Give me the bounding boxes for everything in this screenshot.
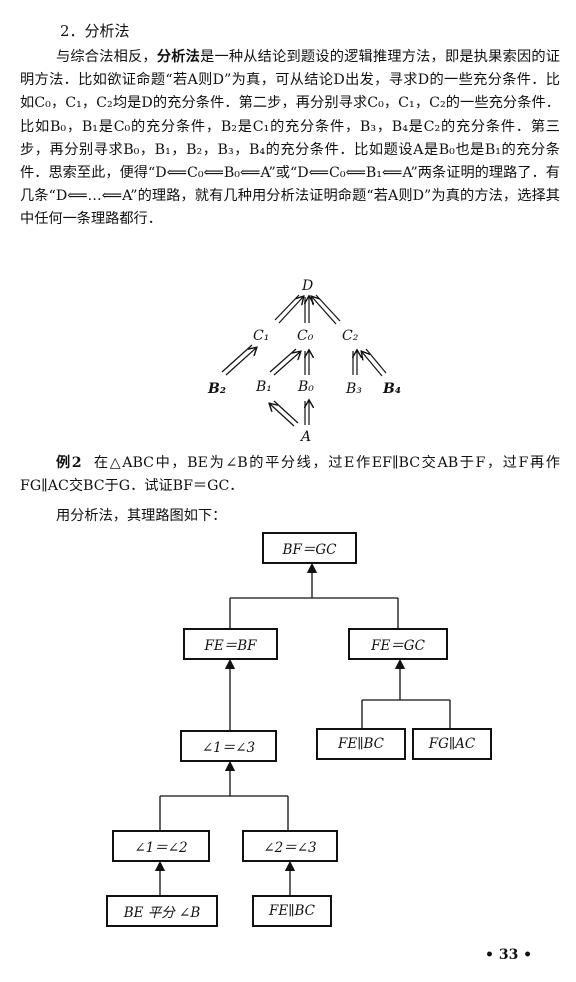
flow-l5-left-box: BE 平分 ∠B [106, 895, 218, 927]
flow-l2-right-box: FE＝GC [348, 628, 448, 660]
arrow-c1-d [274, 295, 303, 324]
node-b1: B₁ [255, 379, 272, 395]
flow-top-box: BF＝GC [262, 532, 357, 564]
flow-l3-mid-box: FE∥BC [316, 728, 406, 760]
arrow-a-b0 [305, 401, 309, 425]
intro-start: 与综合法相反， [56, 49, 157, 65]
node-c2: C₂ [342, 328, 359, 344]
example-lead: 用分析法，其理路图如下： [56, 508, 227, 524]
node-c1: C₁ [253, 328, 269, 344]
flow-l5-right-box: FE∥BC [252, 895, 332, 927]
example-paragraph: 例2 在△ABC中，BE为∠B的平分线，过E作EF∥BC交AB于F，过F再作FG… [20, 452, 560, 498]
node-b3: B₃ [345, 381, 362, 397]
section-heading: 2．分析法 [60, 22, 130, 40]
node-c0: C₀ [297, 328, 314, 344]
arrow-b1-c0 [269, 349, 300, 376]
example-label: 例2 [56, 455, 82, 471]
flow-l3-right-box: FG∥AC [412, 728, 492, 760]
intro-paragraph: 与综合法相反，分析法是一种从结论到题设的逻辑推理方法，即是执果索因的证明方法．比… [20, 46, 560, 232]
node-d: D [301, 278, 313, 294]
page-number: • 33 • [485, 947, 533, 963]
node-a: A [299, 429, 311, 445]
flow-l4-right-box: ∠2＝∠3 [242, 830, 338, 862]
node-b0: B₀ [297, 379, 314, 395]
arrow-b2-c1 [221, 345, 256, 376]
example-text: 在△ABC中，BE为∠B的平分线，过E作EF∥BC交AB于F，过F再作FG∥AC… [20, 455, 560, 495]
intro-rest: 是一种从结论到题设的逻辑推理方法，即是执果索因的证明方法．比如欲证命题“若A则D… [20, 49, 560, 228]
arrow-b0-c0 [305, 351, 309, 375]
flow-l2-left-box: FE＝BF [183, 628, 278, 660]
flow-l3-left-box: ∠1＝∠3 [180, 730, 277, 762]
arrow-c2-d [312, 295, 341, 325]
arrow-a-b1 [270, 401, 299, 427]
flow-l4-left-box: ∠1＝∠2 [112, 830, 210, 862]
node-b2: B₂ [207, 381, 226, 397]
sufficient-condition-tree: D C₁ C₀ C₂ B₂ B₁ B₀ B₃ B₄ A [207, 278, 401, 445]
arrow-b4-c2 [362, 349, 387, 377]
term-analysis-method: 分析法 [156, 49, 201, 65]
node-b4: B₄ [382, 381, 401, 397]
tree-arrows [221, 295, 387, 427]
